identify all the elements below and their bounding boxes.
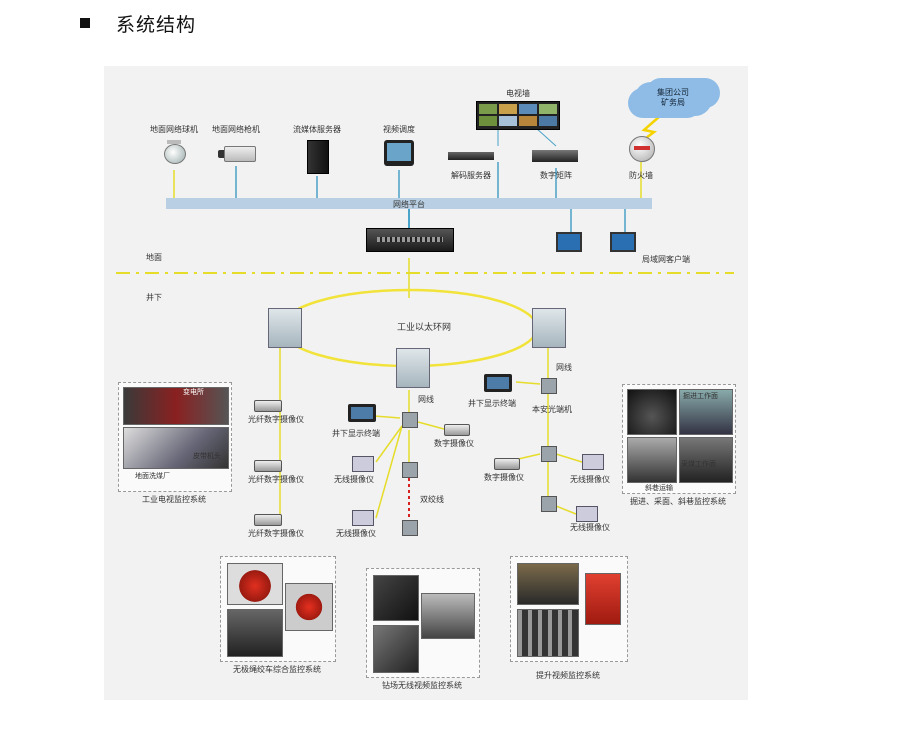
- fiber-camera-2-label: 光纤数字摄像仪: [248, 475, 304, 484]
- fiber-camera-3-label: 光纤数字摄像仪: [248, 529, 304, 538]
- network-platform-label: 网络平台: [393, 200, 425, 209]
- lan-clients-label: 局域网客户端: [642, 255, 690, 264]
- wireless-camera-1-label: 无线摄像仪: [334, 475, 374, 484]
- tv-monitor-caption: 工业电视监控系统: [142, 495, 206, 504]
- winch-photo-3: [285, 583, 333, 631]
- bullet-camera-label: 地面网络枪机: [212, 125, 260, 134]
- junction-box-6-icon: [541, 496, 557, 512]
- dome-camera-label: 地面网络球机: [150, 125, 198, 134]
- substation-tag: 变电所: [183, 388, 204, 396]
- firewall-label: 防火墙: [629, 171, 653, 180]
- tunnel-photo-3: [627, 437, 677, 483]
- section-heading: 系统结构: [80, 8, 196, 38]
- section-title: 系统结构: [116, 13, 197, 36]
- lan-client-1-icon: [556, 232, 584, 256]
- junction-box-5-icon: [541, 446, 557, 462]
- hoist-photos: [510, 556, 628, 662]
- junction-box-4-icon: [541, 378, 557, 394]
- lan-client-2-icon: [610, 232, 638, 256]
- fiber-camera-2-icon: [254, 460, 282, 472]
- matrix-label: 数字矩阵: [540, 171, 572, 180]
- wireless-camera-3-label: 无线摄像仪: [570, 475, 610, 484]
- cloud-icon: [634, 82, 712, 116]
- bullet-camera-icon: [218, 144, 256, 162]
- surface-label: 地面: [146, 253, 162, 262]
- digital-camera-1-label: 数字摄像仪: [434, 439, 474, 448]
- digital-camera-2-label: 数字摄像仪: [484, 473, 524, 482]
- firewall-icon: [629, 136, 655, 162]
- excavation-tag: 掘进工作面: [683, 392, 718, 400]
- coal-plant-tag: 地面洗煤厂: [135, 472, 170, 480]
- twisted-pair-label: 双绞线: [420, 495, 444, 504]
- wireless-camera-2-icon: [352, 510, 374, 526]
- hoist-photo-3: [585, 573, 621, 625]
- digital-matrix-icon: [532, 150, 578, 162]
- incline-tag: 斜巷运输: [645, 484, 673, 492]
- substation-photo: [123, 387, 229, 425]
- drill-photos: [366, 568, 480, 678]
- belt-head-photo: [123, 427, 229, 469]
- tv-monitor-photos: 变电所 皮带机头 地面洗煤厂: [118, 382, 232, 492]
- network-switch-icon: [366, 228, 454, 252]
- dome-camera-icon: [164, 140, 186, 168]
- wireless-camera-4-icon: [576, 506, 598, 522]
- winch-caption: 无极绳绞车综合监控系统: [233, 665, 321, 674]
- cloud-label: 集团公司 矿务局: [657, 88, 689, 107]
- ring-label: 工业以太环网: [396, 323, 452, 333]
- network-line-2-label: 网线: [556, 363, 572, 372]
- junction-box-3-icon: [402, 520, 418, 536]
- display-terminal-1-icon: [348, 404, 376, 422]
- winch-photos: [220, 556, 336, 662]
- drill-caption: 钻场无线视频监控系统: [382, 681, 462, 690]
- junction-box-1-icon: [402, 412, 418, 428]
- fiber-camera-1-icon: [254, 400, 282, 412]
- network-platform-bus: [166, 198, 652, 209]
- ring-node-right-icon: [532, 308, 566, 348]
- server-icon: [307, 140, 329, 174]
- network-line-1-label: 网线: [418, 395, 434, 404]
- tablet-label: 视频调度: [383, 125, 415, 134]
- wireless-camera-1-icon: [352, 456, 374, 472]
- tunnel-photo-1: [627, 389, 677, 435]
- display-terminal-1-label: 井下显示终端: [332, 429, 380, 438]
- winch-photo-1: [227, 563, 283, 605]
- junction-box-2-icon: [402, 462, 418, 478]
- tunnel-caption: 掘进、采面、斜巷监控系统: [630, 497, 726, 506]
- hoist-caption: 提升视频监控系统: [536, 671, 600, 680]
- drill-photo-1: [373, 575, 419, 621]
- hoist-photo-1: [517, 563, 579, 605]
- video-wall-label: 电视墙: [506, 89, 530, 98]
- tablet-icon: [384, 140, 414, 166]
- display-terminal-2-icon: [484, 374, 512, 392]
- winch-photo-2: [227, 609, 283, 657]
- digital-camera-1-icon: [444, 424, 470, 436]
- drill-photo-3: [421, 593, 475, 639]
- system-diagram: 地面网络球机 地面网络枪机 流媒体服务器 视频调度 电视墙 解码服务器 数字矩阵…: [104, 66, 748, 700]
- ring-node-center-icon: [396, 348, 430, 388]
- video-wall-icon: [476, 101, 560, 130]
- server-label: 流媒体服务器: [293, 125, 341, 134]
- digital-camera-2-icon: [494, 458, 520, 470]
- optical-terminal-label: 本安光端机: [532, 405, 572, 414]
- drill-photo-2: [373, 625, 419, 673]
- decoder-server-icon: [448, 152, 494, 160]
- wireless-camera-2-label: 无线摄像仪: [336, 529, 376, 538]
- wireless-camera-4-label: 无线摄像仪: [570, 523, 610, 532]
- display-terminal-2-label: 井下显示终端: [468, 399, 516, 408]
- hoist-photo-2: [517, 609, 579, 657]
- underground-label: 井下: [146, 293, 162, 302]
- tunnel-photos: 掘进工作面 采煤工作面 斜巷运输: [622, 384, 736, 494]
- fiber-camera-1-label: 光纤数字摄像仪: [248, 415, 304, 424]
- belt-head-tag: 皮带机头: [193, 452, 221, 460]
- bullet-square-icon: [80, 18, 90, 28]
- tunnel-photo-4: [679, 437, 733, 483]
- ring-node-left-icon: [268, 308, 302, 348]
- fiber-camera-3-icon: [254, 514, 282, 526]
- decoder-label: 解码服务器: [451, 171, 491, 180]
- mining-face-tag: 采煤工作面: [681, 460, 716, 468]
- wireless-camera-3-icon: [582, 454, 604, 470]
- tunnel-photo-2: [679, 389, 733, 435]
